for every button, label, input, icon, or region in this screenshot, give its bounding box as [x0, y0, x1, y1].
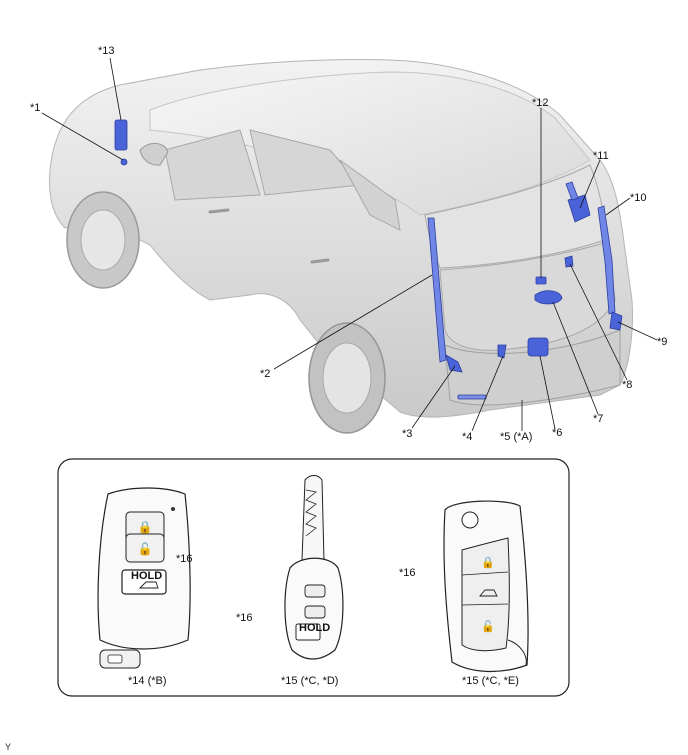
callout-15-b: *15 (*C, *E) [462, 675, 519, 687]
part-7 [534, 290, 563, 305]
key-lock-button [304, 584, 326, 598]
callout-9: *9 [657, 336, 667, 348]
door-handle-rear [310, 258, 330, 264]
part-6 [527, 337, 549, 357]
callout-2: *2 [260, 368, 270, 380]
part-10 [597, 205, 616, 315]
flip-key-ring [461, 511, 479, 529]
side-window-front [164, 129, 261, 201]
callout-16-b: *16 [236, 612, 253, 624]
callout-1: *1 [30, 102, 40, 114]
part-13 [114, 119, 128, 151]
smart-key-body [97, 487, 191, 650]
flip-key: 🔒 🔓 [443, 500, 529, 673]
callout-8: *8 [622, 379, 632, 391]
callout-12: *12 [532, 97, 549, 109]
callout-16-c: *16 [399, 567, 416, 579]
smart-key-led [171, 507, 175, 511]
hold-label-a: HOLD [131, 570, 162, 582]
mechanical-key: HOLD [284, 475, 344, 660]
key-unlock-button [304, 605, 326, 619]
smart-key-blade-slot [107, 654, 123, 664]
corner-mark: Y [5, 742, 12, 752]
side-mirror [139, 143, 169, 166]
part-1 [120, 158, 128, 166]
part-11 [567, 194, 591, 223]
flip-unlock-icon: 🔓 [481, 620, 495, 633]
hold-button-b [295, 623, 321, 641]
part-8 [564, 255, 574, 268]
door-handle-front [208, 208, 230, 214]
part-11b [565, 181, 579, 201]
part-2 [427, 217, 447, 363]
leader-lines [41, 57, 658, 631]
key-blade-cuts [305, 489, 317, 537]
flip-back-door-icon [479, 589, 498, 597]
key-blade [301, 475, 325, 561]
callout-15-a: *15 (*C, *D) [281, 675, 338, 687]
rear-wheel-hub [322, 342, 372, 414]
callout-7: *7 [593, 413, 603, 425]
callout-6: *6 [552, 427, 562, 439]
part-5 [457, 394, 487, 400]
part-12 [535, 276, 547, 285]
flip-lock-icon: 🔒 [481, 556, 495, 569]
callout-14: *14 (*B) [128, 675, 167, 687]
smart-key: 🔒 🔓 HOLD [97, 487, 191, 669]
highlighted-parts [114, 119, 623, 400]
callout-10: *10 [630, 192, 647, 204]
part-9 [609, 311, 623, 331]
callout-13: *13 [98, 45, 115, 57]
lock-icon: 🔒 [138, 520, 153, 534]
callout-5: *5 (*A) [500, 431, 532, 443]
hold-label-b: HOLD [299, 622, 330, 634]
front-wheel-hub [80, 209, 126, 271]
callout-3: *3 [402, 428, 412, 440]
part-3 [445, 354, 463, 373]
callout-4: *4 [462, 431, 472, 443]
side-window-quarter [339, 159, 401, 231]
back-door-icon [138, 581, 159, 589]
callout-labels: *1 *13 *2 *3 *4 *5 (*A) *6 *7 *8 *9 *10 … [30, 45, 667, 687]
callout-11: *11 [593, 150, 609, 162]
flip-key-button-panel [461, 537, 510, 652]
vehicle-illustration [49, 59, 633, 434]
tailgate [439, 241, 616, 351]
callout-16-a: *16 [176, 553, 193, 565]
unlock-icon: 🔓 [138, 542, 153, 556]
unlock-button-icon [125, 533, 165, 563]
flip-key-hinge [507, 639, 527, 666]
part-4 [497, 344, 507, 359]
